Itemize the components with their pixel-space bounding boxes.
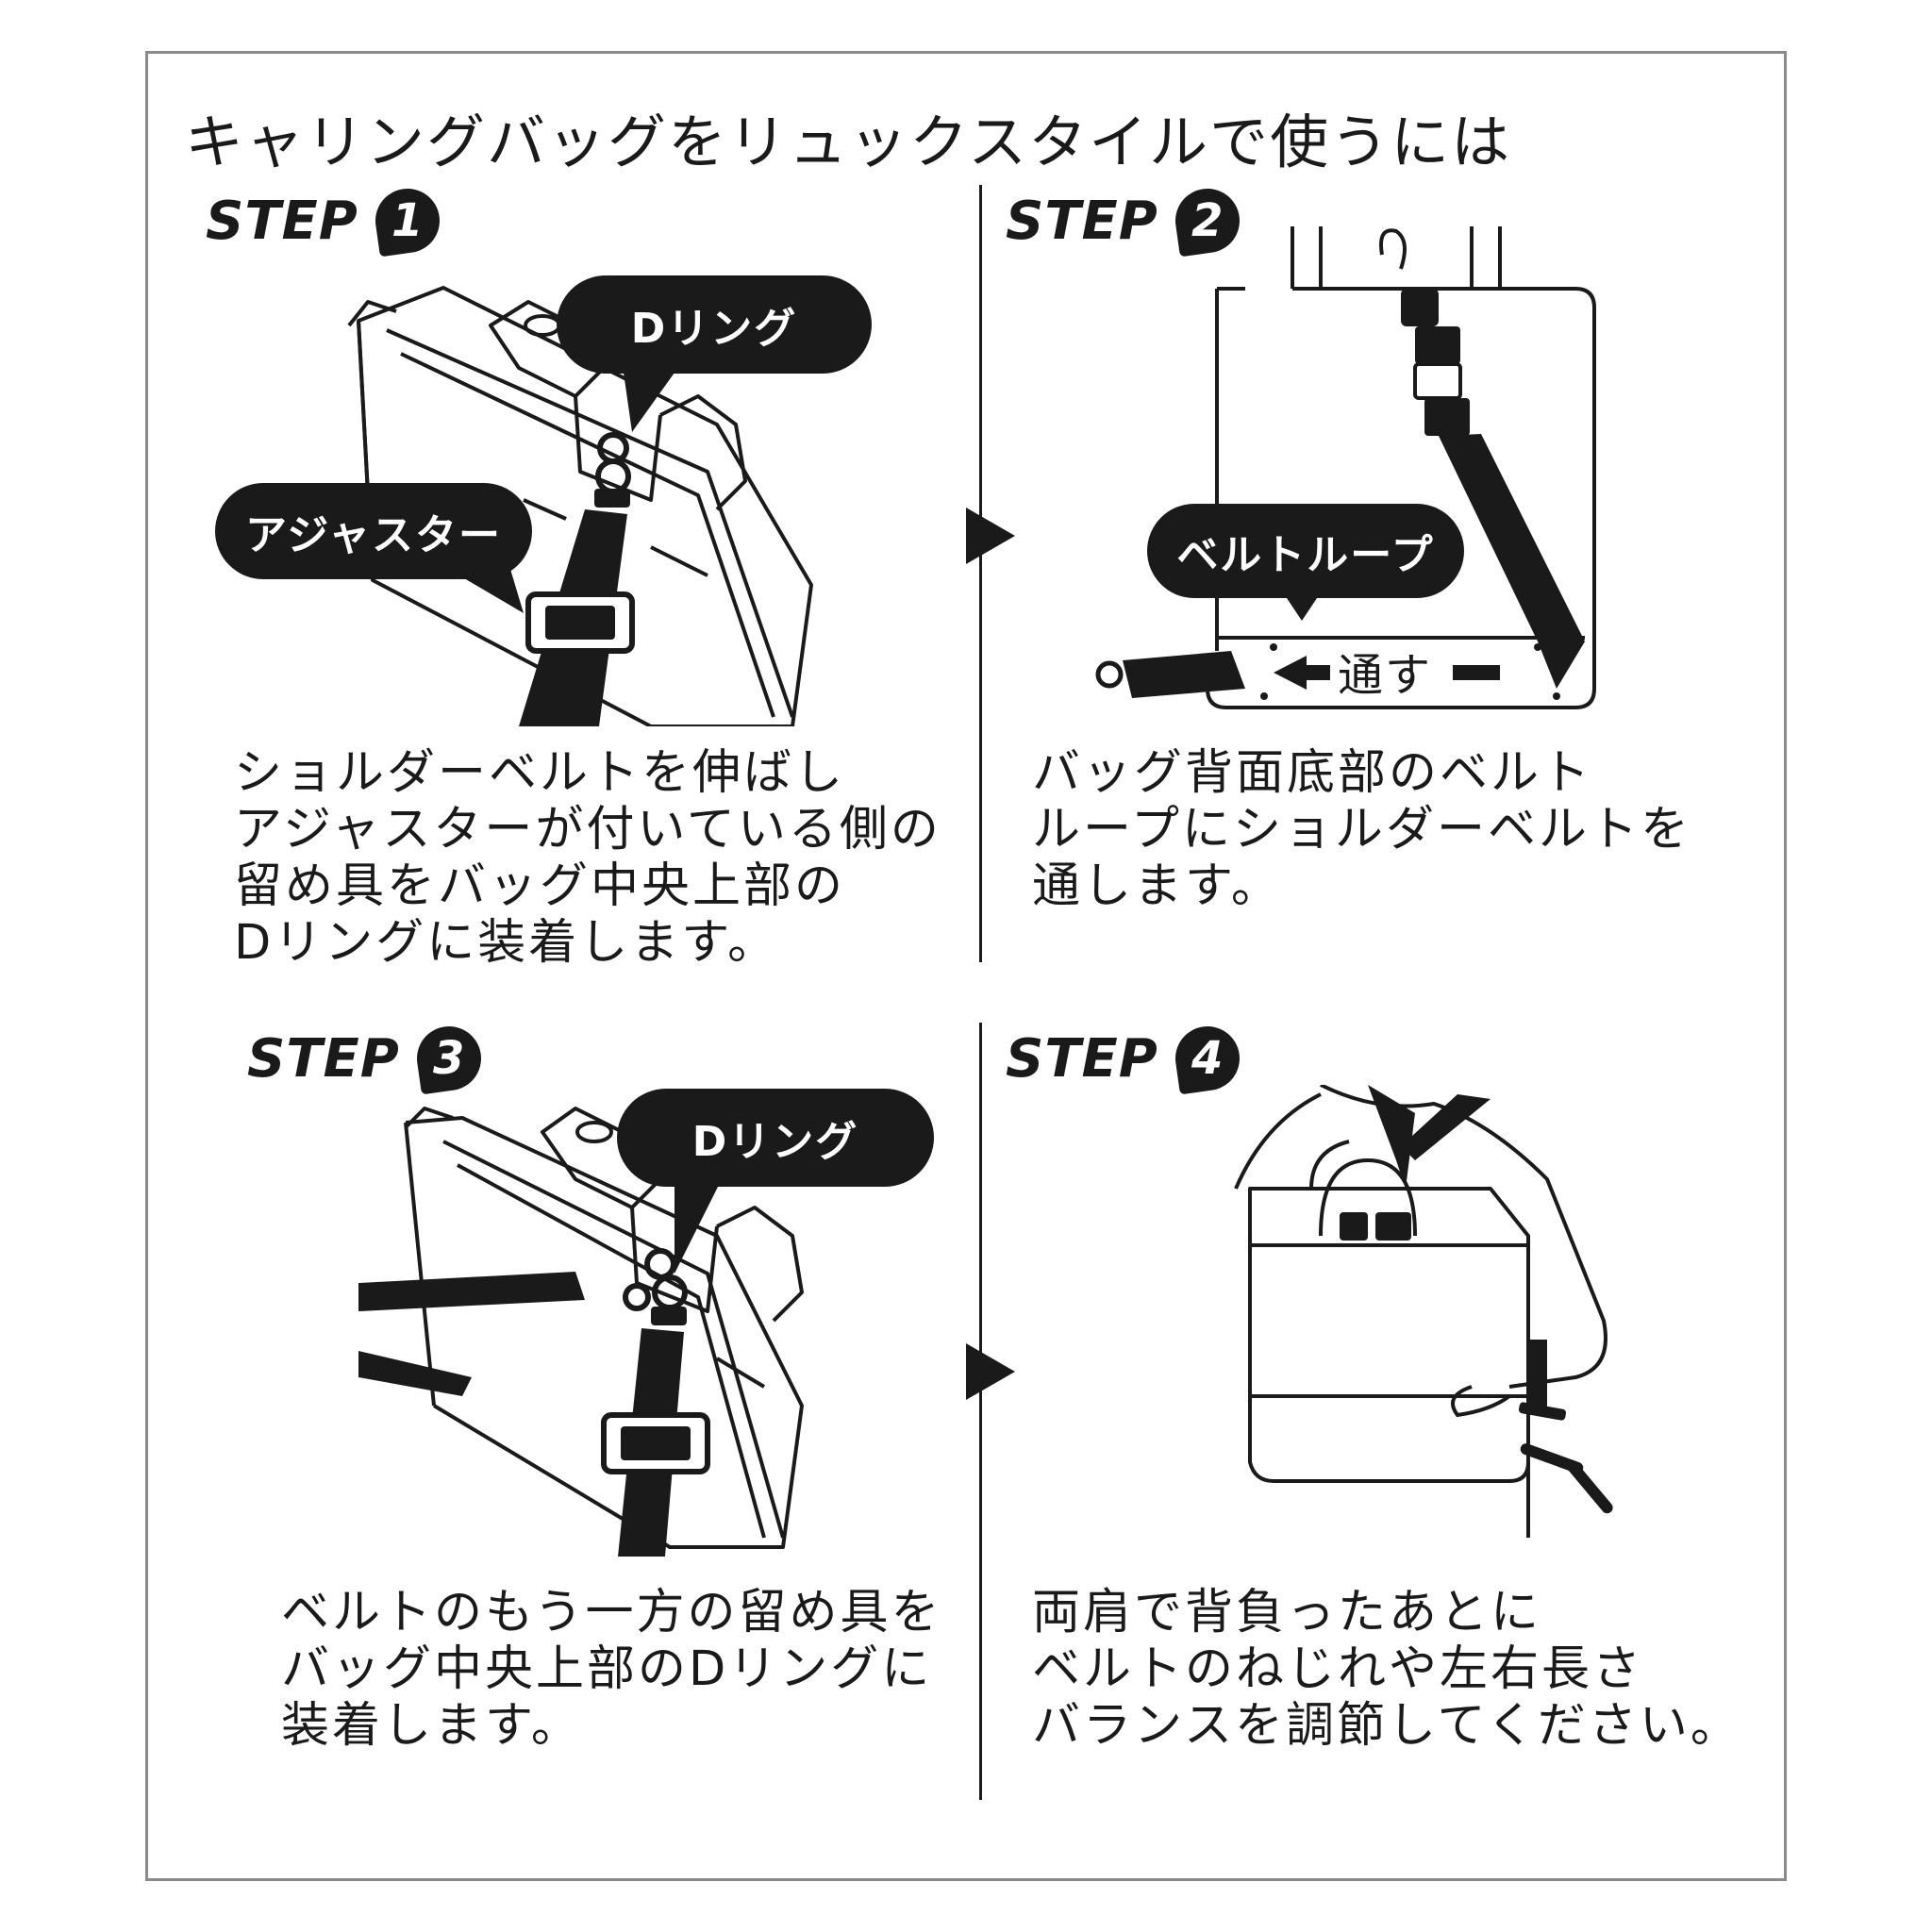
step-word: STEP xyxy=(1006,190,1158,252)
step-2-label: STEP 2 xyxy=(1006,184,1244,258)
callout-belt-loop: ベルトループ xyxy=(1147,504,1464,598)
step-3-instructions: ベルトのもう一方の留め具を バッグ中央上部のDリングに 装着します。 xyxy=(281,1585,942,1754)
step-2-instructions: バッグ背面底部のベルト ループにショルダーベルトを 通します。 xyxy=(1032,745,1691,914)
step-1-illustration xyxy=(347,286,813,726)
callout-d-ring: Dリング xyxy=(617,1089,934,1187)
callout-pointer-icon xyxy=(623,366,679,432)
instruction-frame xyxy=(145,51,1787,1881)
step-word: STEP xyxy=(247,1027,400,1090)
step-4-instructions: 両肩で背負ったあとに ベルトのねじれや左右長さ バランスを調節してください。 xyxy=(1032,1585,1741,1754)
column-divider-top xyxy=(979,185,982,962)
next-step-arrow-icon xyxy=(966,1343,1015,1400)
callout-d-ring: Dリング xyxy=(557,275,872,374)
step-number-badge: 3 xyxy=(412,1022,486,1095)
step-3-label: STEP 3 xyxy=(247,1022,486,1095)
step-word: STEP xyxy=(206,190,358,252)
callout-pointer-icon xyxy=(1283,592,1321,621)
step-1-label: STEP 1 xyxy=(206,184,444,258)
step-2-illustration xyxy=(1095,226,1596,709)
step-1-instructions: ショルダーベルトを伸ばし アジャスターが付いている側の 留め具をバッグ中央上部の… xyxy=(234,745,941,971)
step-number-badge: 1 xyxy=(371,184,444,258)
page-title: キャリングバッグをリュックスタイルで使うには xyxy=(185,108,1512,176)
step-4-illustration xyxy=(1234,1085,1613,1538)
step-number-badge: 4 xyxy=(1171,1022,1244,1095)
column-divider-bottom xyxy=(979,1023,982,1800)
step-word: STEP xyxy=(1006,1027,1158,1090)
callout-pointer-icon xyxy=(443,566,524,613)
callout-adjuster: アジャスター xyxy=(215,483,532,579)
callout-pointer-icon xyxy=(675,1179,722,1274)
step-4-label: STEP 4 xyxy=(1006,1022,1244,1095)
step-3-illustration xyxy=(358,1107,804,1557)
next-step-arrow-icon xyxy=(966,508,1015,564)
pass-through-label: 通す xyxy=(1330,649,1441,702)
